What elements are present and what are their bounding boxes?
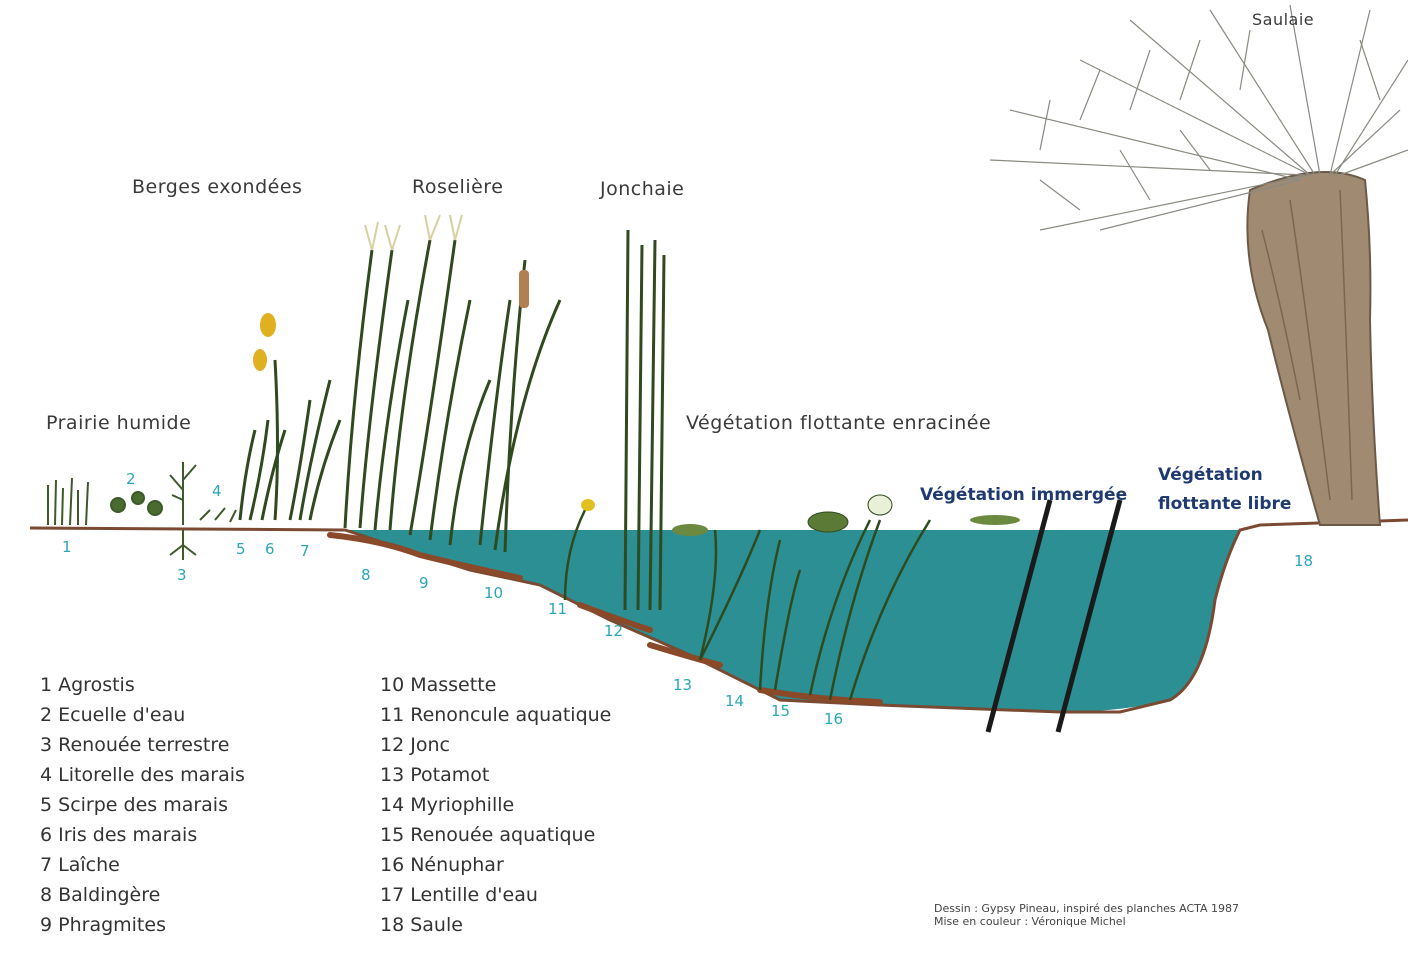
plant-number: 18 (1294, 552, 1313, 570)
cattail-head (519, 270, 529, 308)
plant-number: 6 (265, 540, 275, 558)
plant-number: 8 (361, 566, 371, 584)
label-vegetation-flottante-enracinee: Végétation flottante enracinée (686, 412, 991, 434)
plant-number: 7 (300, 542, 310, 560)
legend-item: 11 Renoncule aquatique (380, 700, 611, 730)
label-vegetation-immergee: Végétation immergée (920, 484, 1127, 507)
willow-tree (990, 5, 1408, 525)
label-roseliere: Roselière (412, 176, 503, 198)
legend-item: 15 Renouée aquatique (380, 820, 611, 850)
label-jonchaie: Jonchaie (600, 178, 684, 200)
legend-item: 1 Agrostis (40, 670, 245, 700)
label-saulaie: Saulaie (1252, 10, 1314, 29)
legend-item: 7 Laîche (40, 850, 245, 880)
legend-item: 5 Scirpe des marais (40, 790, 245, 820)
water-lily-flower (868, 495, 892, 515)
buttercup-flower (581, 499, 595, 511)
legend-left: 1 Agrostis 2 Ecuelle d'eau 3 Renouée ter… (40, 670, 245, 940)
lily-pad-1 (672, 524, 708, 536)
prairie-plants (48, 462, 236, 560)
credits: Dessin : Gypsy Pineau, inspiré des planc… (934, 902, 1239, 928)
plant-number: 2 (126, 470, 136, 488)
plant-number: 12 (604, 622, 623, 640)
legend-item: 3 Renouée terrestre (40, 730, 245, 760)
plant-number: 5 (236, 540, 246, 558)
plant-number: 13 (673, 676, 692, 694)
legend-item: 14 Myriophille (380, 790, 611, 820)
plant-number: 16 (824, 710, 843, 728)
plant-number: 10 (484, 584, 503, 602)
plant-number: 3 (177, 566, 187, 584)
legend-item: 2 Ecuelle d'eau (40, 700, 245, 730)
legend-item: 10 Massette (380, 670, 611, 700)
legend-item: 8 Baldingère (40, 880, 245, 910)
lily-pad-2 (808, 512, 848, 532)
legend-item: 16 Nénuphar (380, 850, 611, 880)
legend-item: 13 Potamot (380, 760, 611, 790)
iris-flower-2 (253, 349, 267, 371)
lily-pad-3 (970, 515, 1020, 525)
plant-number: 14 (725, 692, 744, 710)
legend-item: 4 Litorelle des marais (40, 760, 245, 790)
label-vegetation-flottante-libre-line1: Végétation (1158, 464, 1263, 487)
label-berges-exondees: Berges exondées (132, 176, 302, 198)
plant-number: 11 (548, 600, 567, 618)
plant-number: 9 (419, 574, 429, 592)
plant-number: 4 (212, 482, 222, 500)
legend-item: 9 Phragmites (40, 910, 245, 940)
credit-line-2: Mise en couleur : Véronique Michel (934, 915, 1239, 928)
plant-number: 1 (62, 538, 72, 556)
iris-flower-1 (260, 313, 276, 337)
label-prairie-humide: Prairie humide (46, 412, 191, 434)
legend-item: 18 Saule (380, 910, 611, 940)
legend-right: 10 Massette 11 Renoncule aquatique 12 Jo… (380, 670, 611, 940)
credit-line-1: Dessin : Gypsy Pineau, inspiré des planc… (934, 902, 1239, 915)
legend-item: 17 Lentille d'eau (380, 880, 611, 910)
legend-item: 6 Iris des marais (40, 820, 245, 850)
plant-number: 15 (771, 702, 790, 720)
bank-plants (240, 240, 560, 552)
reed-plumes (365, 215, 462, 250)
legend-item: 12 Jonc (380, 730, 611, 760)
label-vegetation-flottante-libre-line2: flottante libre (1158, 493, 1291, 516)
